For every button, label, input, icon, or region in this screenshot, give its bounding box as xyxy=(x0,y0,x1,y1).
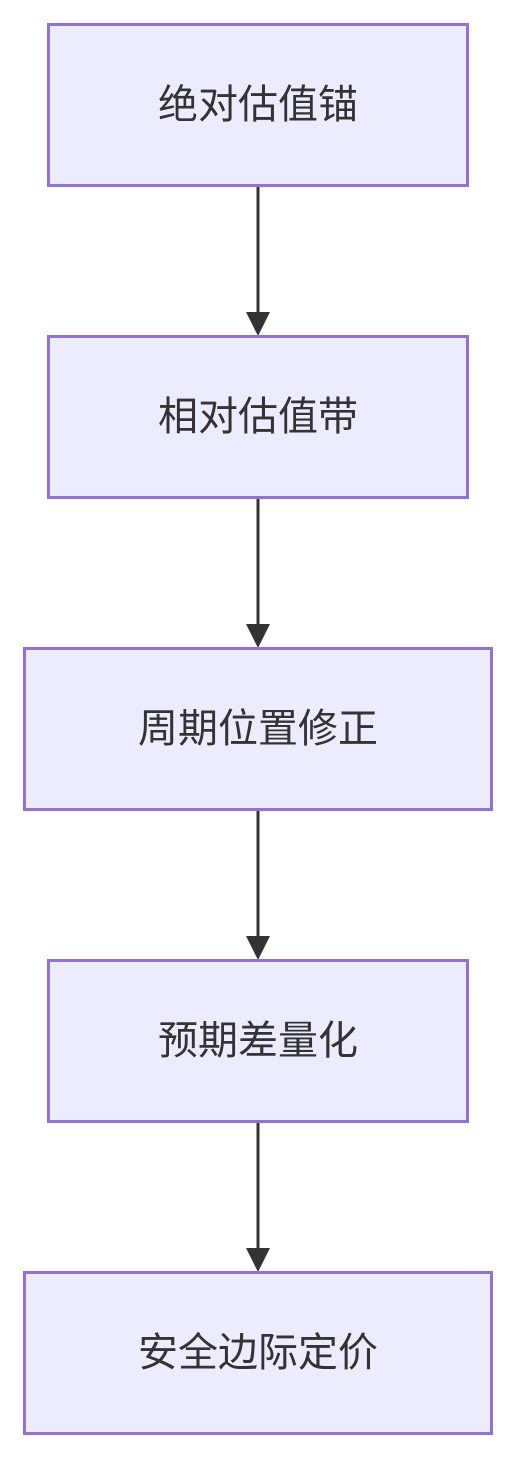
node-label: 相对估值带 xyxy=(158,394,358,440)
edge-n4-n5 xyxy=(246,1122,270,1272)
edge-n3-n4 xyxy=(246,810,270,960)
node-label: 绝对估值锚 xyxy=(158,82,358,128)
node-label: 周期位置修正 xyxy=(138,706,378,752)
edge-n2-n3 xyxy=(246,498,270,648)
node-label: 安全边际定价 xyxy=(138,1330,378,1376)
node-expectation-gap-quantification: 预期差量化 xyxy=(47,959,469,1123)
edge-n1-n2 xyxy=(246,186,270,336)
node-cycle-position-adjustment: 周期位置修正 xyxy=(23,647,493,811)
node-absolute-valuation-anchor: 绝对估值锚 xyxy=(47,23,469,187)
node-label: 预期差量化 xyxy=(158,1018,358,1064)
node-relative-valuation-band: 相对估值带 xyxy=(47,335,469,499)
node-margin-of-safety-pricing: 安全边际定价 xyxy=(23,1271,493,1435)
